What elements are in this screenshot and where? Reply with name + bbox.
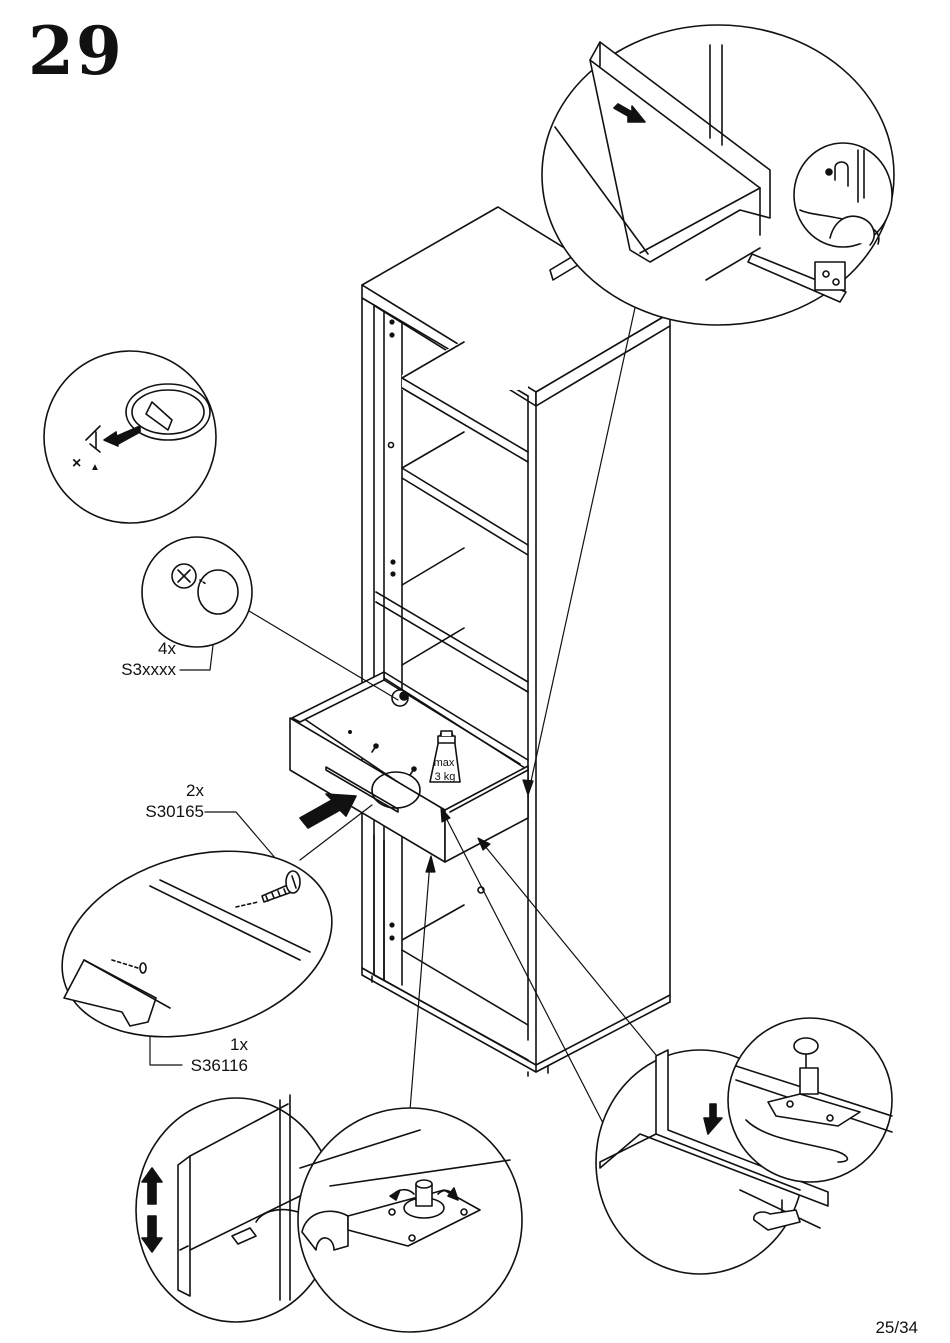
weight-max-label: max	[434, 757, 455, 769]
part-code: S3xxxx	[96, 659, 176, 680]
svg-text:▲: ▲	[90, 462, 100, 473]
shelves	[376, 340, 528, 1025]
handle-screw-detail	[40, 821, 354, 1066]
drawer	[290, 672, 528, 862]
cover-cap-detail	[142, 537, 252, 647]
part-code: S30165	[120, 801, 204, 822]
leveling-foot-detail	[298, 1108, 522, 1332]
base-foot-detail	[596, 1018, 892, 1274]
cam-lock-detail: × ▲	[44, 351, 216, 523]
page-number: 25/34	[875, 1318, 918, 1338]
svg-text:×: ×	[72, 455, 81, 472]
part-label-handle: 1x S36116	[160, 1034, 248, 1076]
part-qty: 2x	[120, 780, 204, 801]
part-label-handle-screw: 2x S30165	[120, 780, 204, 822]
cabinet	[362, 207, 670, 1076]
part-qty: 4x	[96, 638, 176, 659]
part-label-cover-cap: 4x S3xxxx	[96, 638, 176, 680]
weight-limit-label: 3 kg	[435, 771, 456, 783]
part-code: S36116	[160, 1055, 248, 1076]
drawer-runner-detail-top	[542, 25, 894, 325]
part-qty: 1x	[160, 1034, 248, 1055]
